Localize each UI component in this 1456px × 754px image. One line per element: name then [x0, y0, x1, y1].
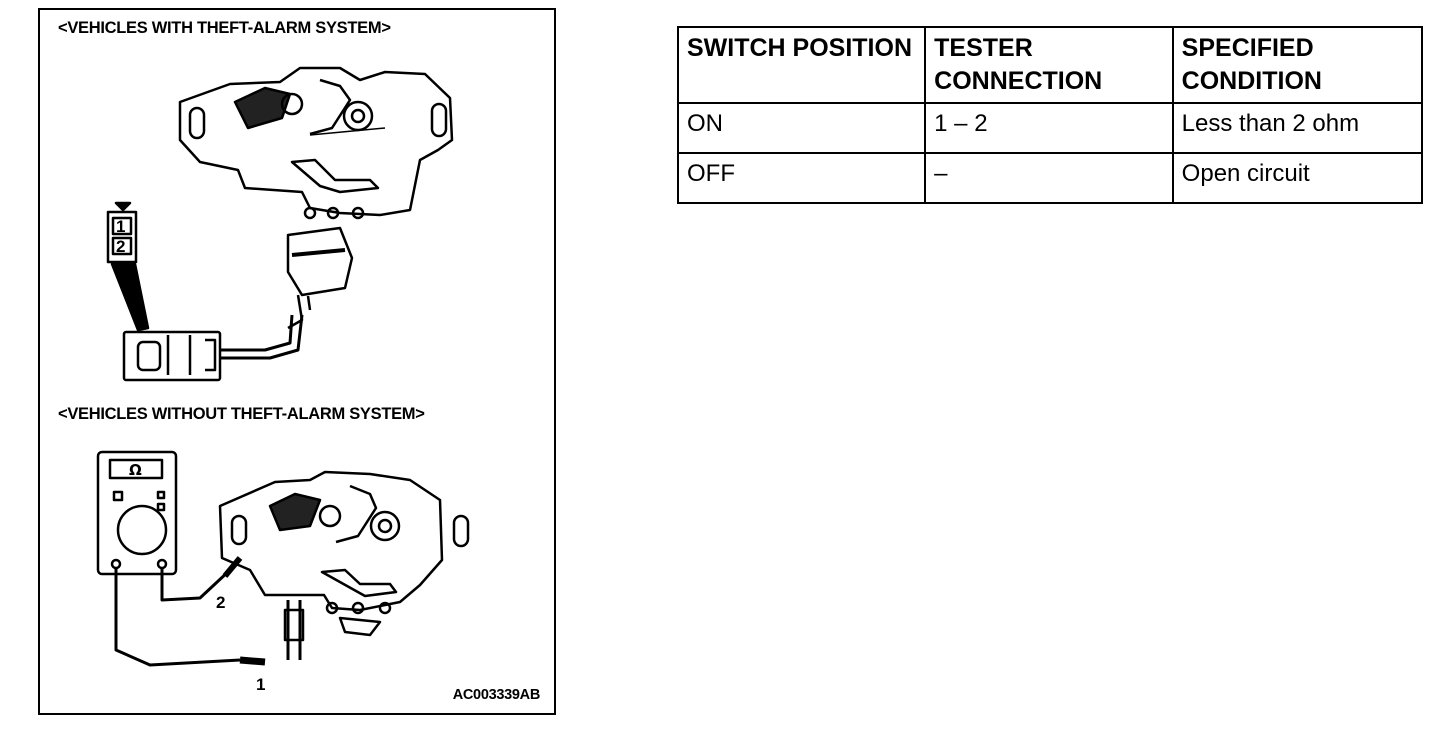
table-header-row: SWITCH POSITION TESTER CONNECTION SPECIF…: [676, 26, 1424, 104]
cell-specified-condition: Less than 2 ohm: [1171, 102, 1424, 154]
lower-latch-slot-right: [452, 514, 470, 548]
figure-title-without-alarm: <VEHICLES WITHOUT THEFT-ALARM SYSTEM>: [58, 405, 425, 423]
table-row: ON 1 – 2 Less than 2 ohm: [676, 102, 1424, 154]
cell-switch-position: ON: [676, 102, 927, 154]
tester-ohm-symbol: Ω: [129, 461, 142, 479]
latch-illustrations: 1 2: [96, 66, 470, 694]
lower-latch-slot-left: [230, 514, 248, 546]
tester-body: [96, 450, 178, 576]
cell-tester-connection: –: [924, 152, 1174, 204]
cell-switch-position: OFF: [676, 152, 927, 204]
figure-code: AC003339AB: [452, 687, 541, 703]
header-switch-position: SWITCH POSITION: [676, 26, 927, 104]
callout-1: 1: [256, 675, 265, 694]
connector-pin-2: 2: [116, 237, 125, 256]
callout-2: 2: [216, 593, 225, 612]
upper-latch-body: [178, 66, 454, 217]
upper-latch-slot-left: [188, 106, 206, 140]
cell-specified-condition: Open circuit: [1171, 152, 1424, 204]
cell-tester-connection: 1 – 2: [924, 102, 1174, 154]
table-row: OFF – Open circuit: [676, 152, 1424, 204]
upper-connector: [122, 330, 222, 382]
lower-latch-body: [218, 470, 444, 612]
upper-latch-slot-right: [430, 102, 448, 138]
connector-pin-1: 1: [116, 217, 125, 236]
header-tester-connection: TESTER CONNECTION: [924, 26, 1174, 104]
switch-spec-table: SWITCH POSITION TESTER CONNECTION SPECIF…: [676, 26, 1424, 204]
figure-title-with-alarm: <VEHICLES WITH THEFT-ALARM SYSTEM>: [58, 19, 391, 37]
header-specified-condition: SPECIFIED CONDITION: [1171, 26, 1424, 104]
connector-face: [106, 210, 138, 264]
hood-latch-figure: <VEHICLES WITH THEFT-ALARM SYSTEM>: [38, 8, 556, 715]
